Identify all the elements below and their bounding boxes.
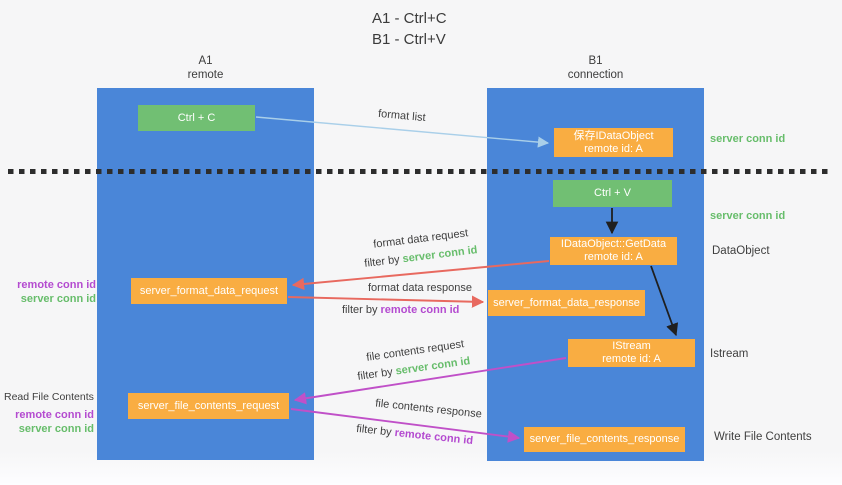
- node-ctrl-v-label: Ctrl + V: [594, 187, 631, 199]
- filter-by-text: filter by: [363, 253, 401, 270]
- node-format-response-label: server_format_data_response: [493, 296, 640, 309]
- remote-conn-id-text: remote conn id: [380, 304, 460, 316]
- title-line-b1: B1 - Ctrl+V: [372, 31, 446, 48]
- phase-separator-dotted-line: [8, 169, 832, 174]
- diagram-title: A1 - Ctrl+C B1 - Ctrl+V: [372, 8, 447, 50]
- label-filter-by-remote-conn-id-file: filter by remote conn id: [356, 423, 474, 447]
- label-format-list: format list: [377, 107, 427, 125]
- node-save-idataobject-line1: 保存IDataObject: [573, 129, 654, 142]
- filter-by-text: filter by: [356, 366, 394, 383]
- remote-conn-id-text: remote conn id: [394, 426, 474, 448]
- label-dataobject: DataObject: [712, 245, 770, 257]
- node-getdata-line2: remote id: A: [584, 251, 643, 263]
- remote-conn-id-text: remote conn id: [15, 409, 94, 421]
- label-write-file-contents: Write File Contents: [714, 431, 812, 443]
- node-save-idataobject-line2: remote id: A: [584, 142, 643, 155]
- filter-by-text: filter by: [342, 304, 378, 316]
- node-server-file-contents-response: server_file_contents_response: [524, 427, 685, 452]
- node-istream: IStream remote id: A: [568, 339, 695, 367]
- label-server-conn-id-right-top: server conn id: [710, 133, 786, 145]
- node-istream-line1: IStream: [612, 340, 651, 352]
- label-left-file-conn-ids: remote conn id server conn id: [8, 409, 94, 436]
- node-save-idataobject: 保存IDataObject remote id: A: [554, 128, 673, 157]
- label-file-contents-response: file contents response: [374, 397, 483, 421]
- node-istream-line2: remote id: A: [602, 353, 661, 365]
- lifeline-a1-name: A1: [198, 55, 213, 67]
- node-server-format-data-request: server_format_data_request: [131, 278, 287, 304]
- label-left-format-conn-ids: remote conn id server conn id: [8, 279, 96, 306]
- lifeline-b1-name: B1: [588, 55, 603, 67]
- node-idataobject-getdata: IDataObject::GetData remote id: A: [550, 237, 677, 265]
- node-server-format-data-response: server_format_data_response: [488, 290, 645, 316]
- server-conn-id-text: server conn id: [394, 355, 472, 378]
- node-file-request-label: server_file_contents_request: [137, 399, 280, 412]
- label-istream: Istream: [710, 348, 749, 360]
- remote-conn-id-text: remote conn id: [17, 279, 96, 291]
- node-getdata-line1: IDataObject::GetData: [560, 238, 667, 250]
- node-server-file-contents-request: server_file_contents_request: [128, 393, 289, 419]
- server-conn-id-text: server conn id: [20, 292, 96, 305]
- node-ctrl-c: Ctrl + C: [138, 105, 255, 131]
- title-line-a1: A1 - Ctrl+C: [372, 10, 447, 27]
- lifeline-header-b1: B1 connection: [487, 55, 704, 82]
- server-conn-id-text: server conn id: [18, 422, 94, 435]
- label-read-file-contents: Read File Contents: [4, 391, 94, 403]
- label-filter-by-remote-conn-id-format: filter by remote conn id: [342, 304, 459, 316]
- lifeline-header-a1: A1 remote: [97, 55, 314, 82]
- node-file-response-label: server_file_contents_response: [529, 433, 680, 445]
- arrow-format-data-response: [287, 295, 485, 308]
- label-format-data-response: format data response: [368, 282, 472, 294]
- lifeline-a1-role: remote: [187, 68, 224, 81]
- filter-by-text: filter by: [355, 422, 393, 439]
- node-format-request-label: server_format_data_request: [139, 284, 279, 297]
- label-server-conn-id-right-mid: server conn id: [710, 210, 786, 222]
- server-conn-id-text: server conn id: [401, 244, 479, 266]
- lifeline-b1-role: connection: [567, 68, 624, 81]
- node-ctrl-v: Ctrl + V: [553, 180, 672, 207]
- node-ctrl-c-label: Ctrl + C: [177, 111, 216, 124]
